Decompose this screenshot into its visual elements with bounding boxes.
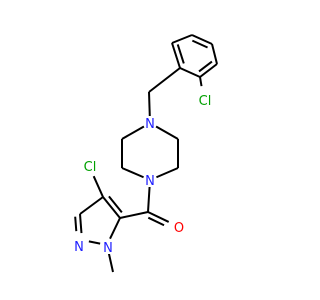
bond-c3-n5-second (74, 216, 78, 232)
atom-label-bg-n2 (145, 173, 155, 187)
bond-b2-b3-second (191, 39, 208, 49)
atom-label-n1: N (145, 117, 155, 132)
bond-b4-b5 (199, 63, 218, 78)
bond-c5-c4 (102, 196, 121, 219)
bond-n6-me (107, 251, 114, 273)
atom-label-bg-n3 (74, 239, 84, 253)
bond-c3-n5 (79, 213, 83, 234)
atom-label-bg-cl2 (82, 159, 98, 173)
bond-c4-cl2 (92, 175, 104, 198)
atom-label-bg-o1 (174, 220, 184, 234)
atom-label-o1: O (174, 221, 184, 236)
bond-pb-n2 (156, 167, 179, 179)
bond-c5-c4-second (108, 195, 123, 213)
bond-b4-b5-second (198, 60, 213, 73)
bond-n2-pc (121, 167, 144, 179)
bond-n5-n6 (88, 240, 101, 245)
bond-n2-co (147, 186, 151, 213)
bond-co-o (147, 211, 170, 223)
bond-b1-b2 (171, 34, 193, 44)
atom-label-bg-n4 (103, 240, 113, 254)
bond-b5-cl1 (199, 76, 203, 87)
bond-co-o-second (147, 216, 165, 227)
atom-label-cl1: Cl (199, 94, 212, 109)
bond-b6-b1 (171, 42, 181, 69)
atom-label-cl2: Cl (84, 160, 97, 175)
bond-b6-b1-second (176, 44, 185, 64)
bond-co-c5 (119, 211, 149, 219)
atom-label-bg-cl1 (197, 93, 213, 107)
bond-b2-b3 (191, 34, 213, 45)
atom-label-n3: N (74, 240, 84, 255)
bonds (74, 34, 218, 273)
atom-label-n2: N (145, 174, 155, 189)
bond-n1-pa (155, 125, 179, 140)
bond-n6-c5 (109, 217, 121, 240)
bond-b5-b6 (179, 67, 201, 78)
bond-ch2-n1 (148, 91, 151, 117)
background (0, 0, 300, 300)
atom-label-bg-n1 (145, 116, 155, 130)
bond-b6-ch2 (148, 67, 181, 93)
atom-label-n4: N (103, 241, 113, 256)
bond-b3-b4 (211, 43, 218, 65)
bond-c4-c3 (79, 196, 104, 215)
bond-pd-n1 (121, 125, 145, 140)
